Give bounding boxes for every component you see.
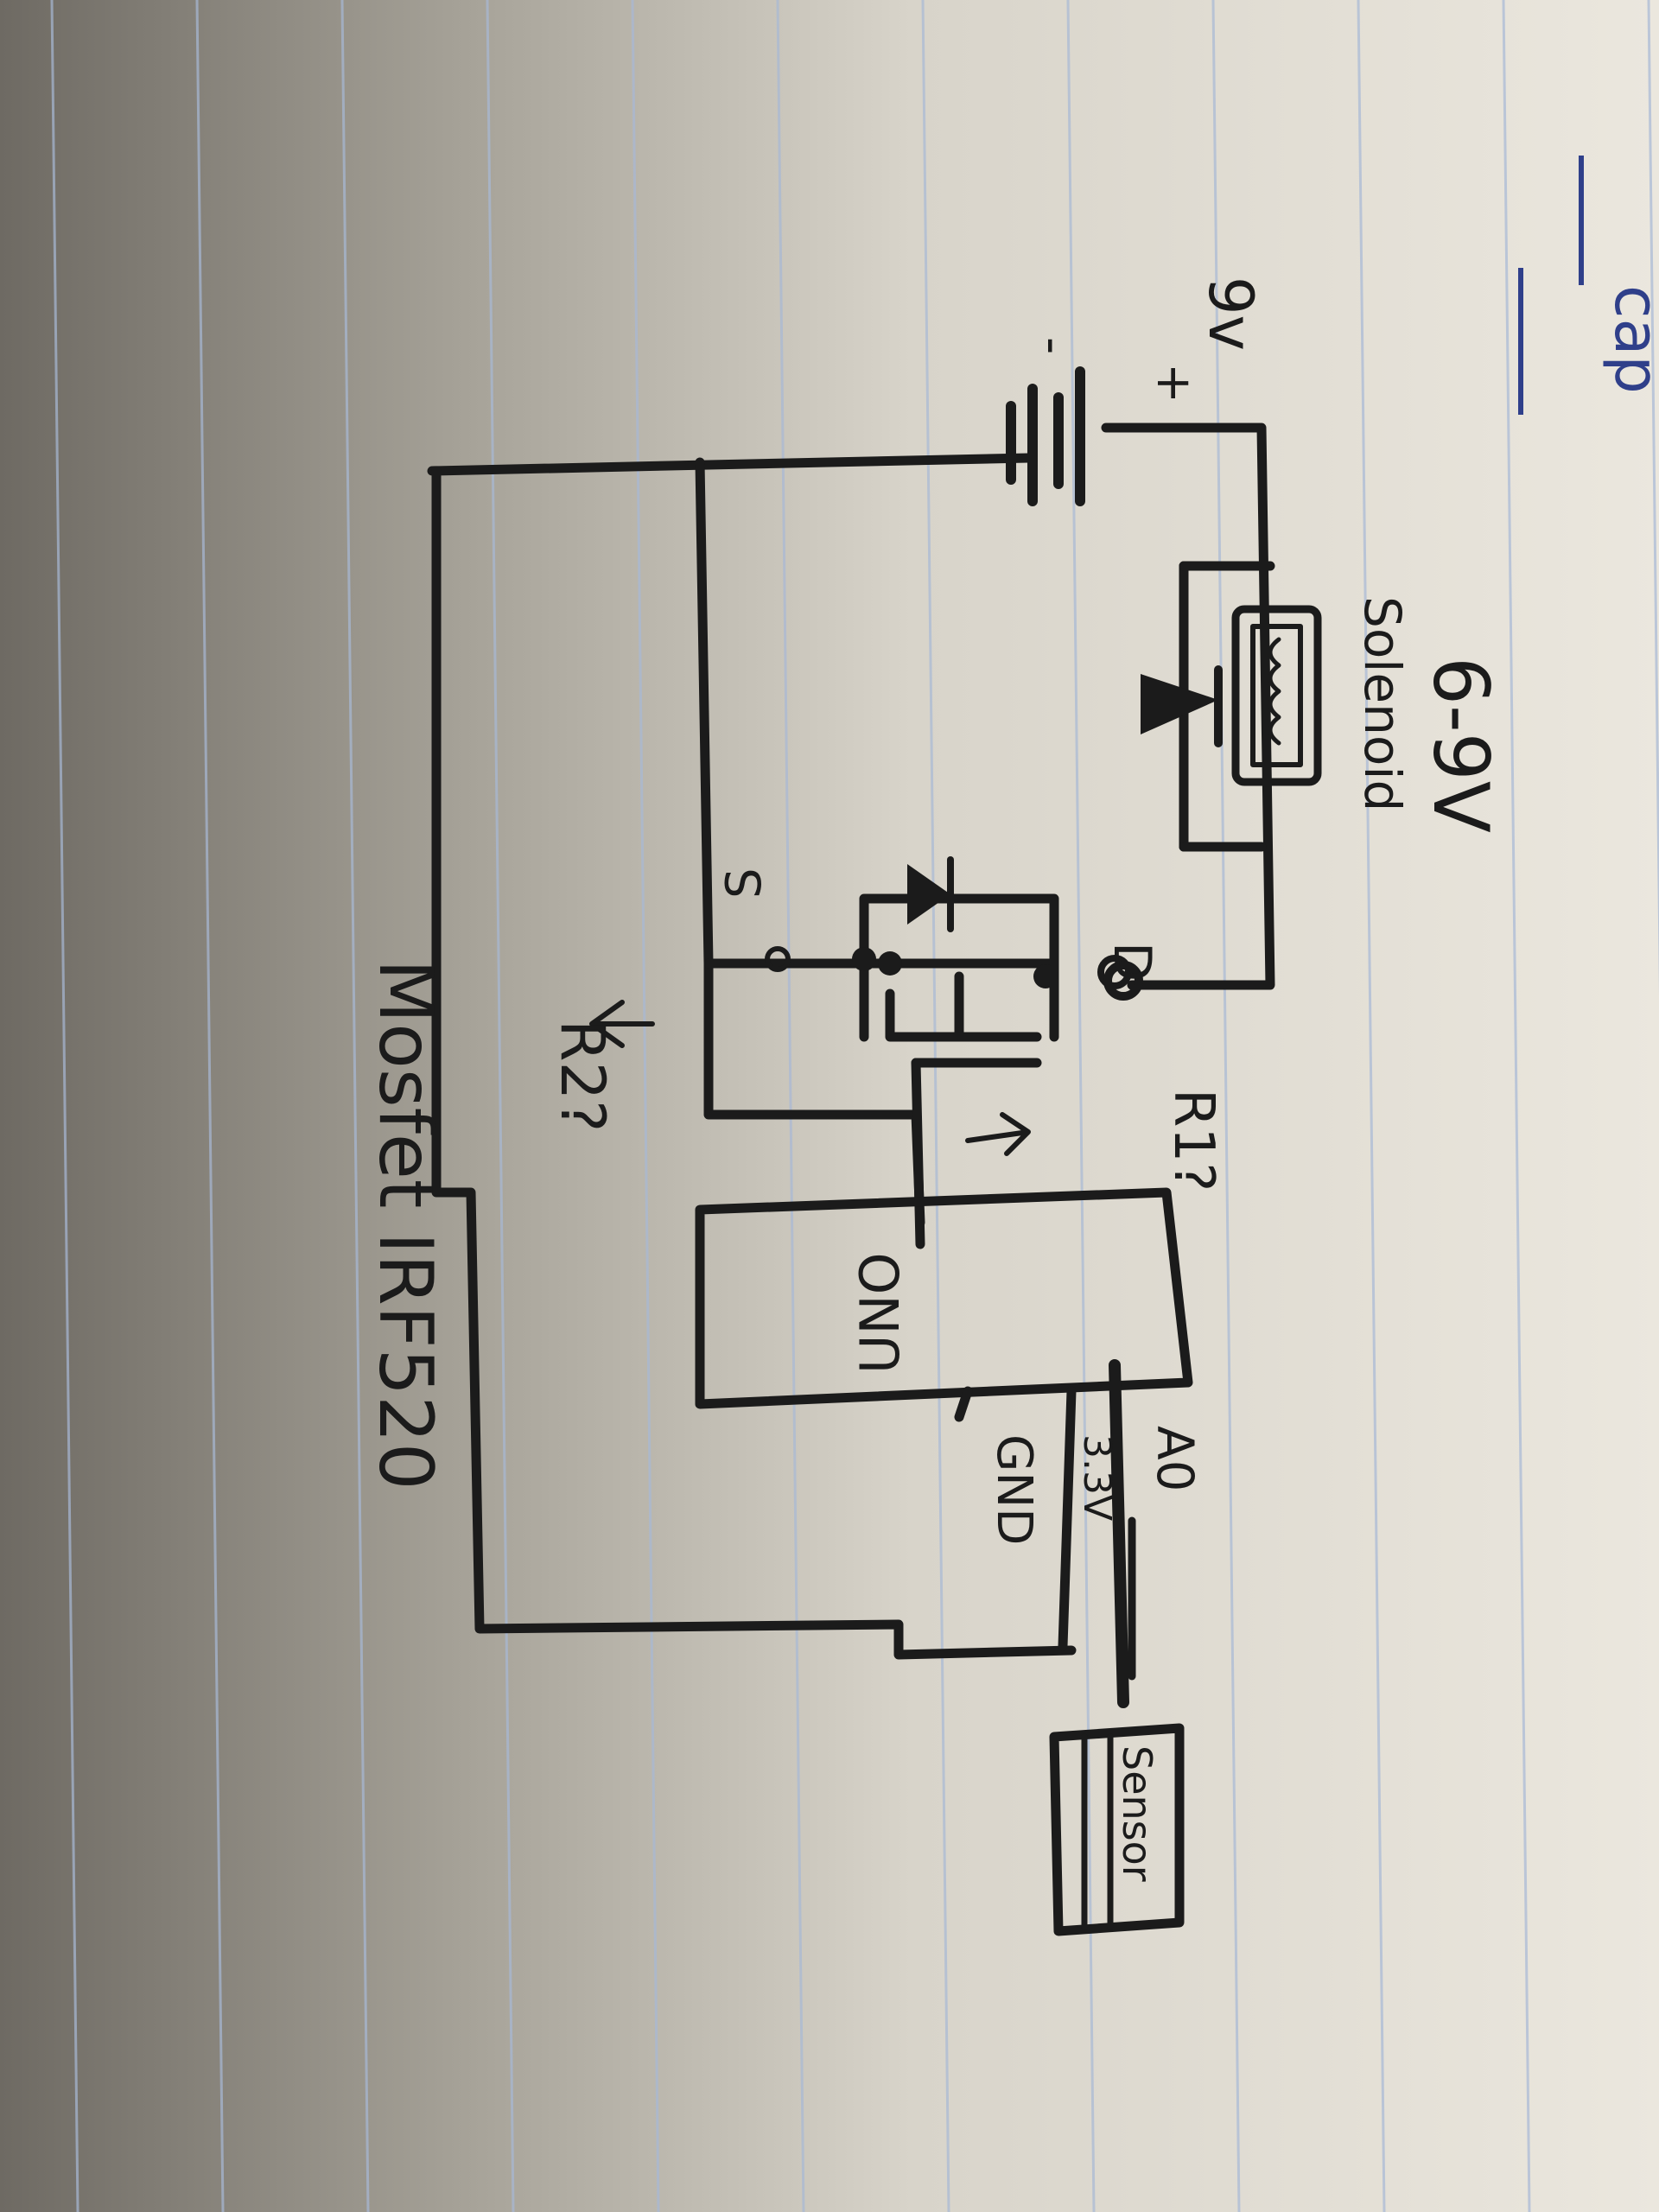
trace-gnd: [954, 1386, 1077, 1651]
wire-top-ground: [427, 453, 1033, 476]
r1-label: R1?: [1161, 1089, 1225, 1192]
ruled-line: [486, 0, 515, 2212]
ruled-line: [1211, 0, 1241, 2212]
mosfet-drain-label: D: [1102, 942, 1162, 982]
battery-symbol: [1006, 366, 1085, 506]
flyback-diode: [1141, 665, 1223, 747]
ruled-line: [340, 0, 370, 2212]
sensor-box: [1049, 1723, 1185, 1936]
mosfet-gate-lead: [911, 1058, 925, 1249]
ruled-line: [50, 0, 79, 2212]
battery-voltage-label: 9v: [1195, 276, 1266, 351]
pin-3v3-label: 3.3V: [1075, 1434, 1119, 1521]
corner-note: cap: [1518, 156, 1659, 415]
pin-a0-label: A0: [1146, 1426, 1205, 1492]
ruled-line: [1357, 0, 1386, 2212]
battery-minus-label: -: [1025, 337, 1081, 354]
mosfet-source-label: S: [716, 868, 772, 899]
voltage-range-label: 6-9V: [1416, 657, 1505, 833]
board-name-label: UNO: [849, 1252, 912, 1374]
trace-3v3: [1109, 1359, 1129, 1708]
mosfet-body: [885, 971, 1042, 1042]
ruled-line: [1647, 0, 1659, 996]
mosfet-body-diode: [907, 856, 954, 932]
wire-battery-drain: [1101, 423, 1275, 990]
sensor-stripes: [1081, 1733, 1114, 1930]
ruled-line: [1066, 0, 1096, 2212]
ruled-lines: [50, 0, 1659, 2212]
solenoid-label: Solenoid: [1353, 596, 1412, 811]
ruled-line: [776, 0, 805, 2212]
wire-diode-links: [1179, 561, 1275, 852]
solenoid-coil: [1231, 605, 1322, 786]
ruled-line: [195, 0, 225, 2212]
pin-gnd-label: GND: [986, 1434, 1042, 1545]
ruled-line: [1502, 0, 1531, 2212]
mosfet-model-label: Mosfet IRF520: [362, 959, 448, 1491]
r2-label: R2?: [547, 1020, 618, 1132]
arduino-board-outline: [695, 1187, 1193, 1409]
mosfet-nodes: [765, 946, 1143, 1001]
wire-outer-loop: [431, 466, 1077, 1660]
ruled-line: [631, 0, 660, 2212]
corner-note-text: cap: [1601, 285, 1659, 394]
ruled-line: [921, 0, 950, 2212]
sensor-label: Sensor: [1114, 1745, 1160, 1882]
battery-plus-label: +: [1146, 363, 1202, 404]
annotation-arrows: [589, 1000, 1031, 1156]
